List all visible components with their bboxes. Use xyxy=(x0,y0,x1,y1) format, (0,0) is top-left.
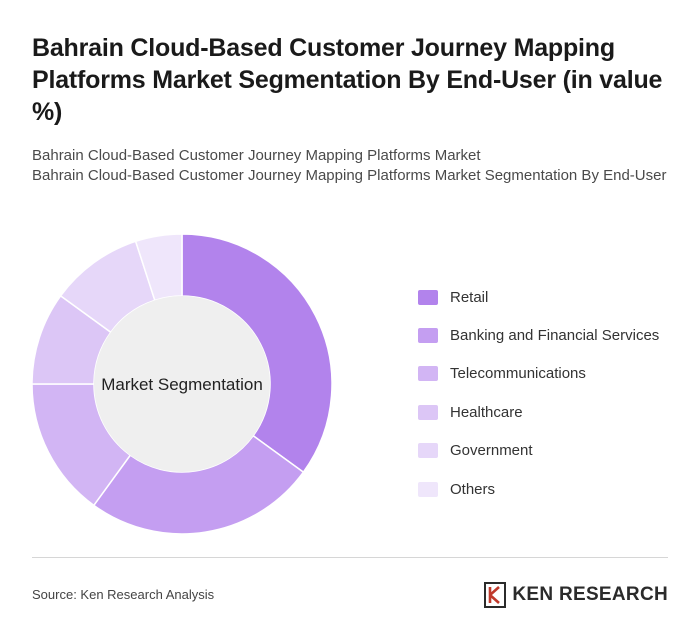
donut-hole xyxy=(94,296,270,472)
legend-swatch xyxy=(418,289,438,305)
legend-swatch xyxy=(418,481,438,497)
donut-chart: Market Segmentation xyxy=(31,233,333,535)
footer-divider xyxy=(32,557,668,558)
subtitle-line-1: Bahrain Cloud-Based Customer Journey Map… xyxy=(32,147,481,164)
donut-center-label: Market Segmentation xyxy=(101,375,263,394)
legend-label: Others xyxy=(450,480,496,498)
legend-item: Telecommunications xyxy=(418,355,698,393)
legend-item: Healthcare xyxy=(418,393,698,431)
legend-label: Retail xyxy=(450,288,489,306)
legend-item: Government xyxy=(418,432,698,470)
legend-item: Banking and Financial Services xyxy=(418,316,698,354)
subtitle-line-2: Bahrain Cloud-Based Customer Journey Map… xyxy=(32,167,667,184)
legend-label: Healthcare xyxy=(450,403,523,421)
chart-subtitle: Bahrain Cloud-Based Customer Journey Map… xyxy=(32,146,672,186)
ken-research-logo-icon xyxy=(484,582,507,608)
legend-label: Banking and Financial Services xyxy=(450,327,660,345)
source-note: Source: Ken Research Analysis xyxy=(32,587,215,602)
legend-swatch xyxy=(418,443,438,459)
legend-label: Telecommunications xyxy=(450,365,586,383)
brand-logo: KEN RESEARCH xyxy=(484,582,668,608)
legend-item: Retail xyxy=(418,278,698,316)
legend-swatch xyxy=(418,366,438,382)
legend-swatch xyxy=(418,328,438,344)
legend-swatch xyxy=(418,404,438,420)
brand-name: KEN RESEARCH xyxy=(512,584,668,605)
legend-label: Government xyxy=(450,442,533,460)
chart-title: Bahrain Cloud-Based Customer Journey Map… xyxy=(32,34,663,126)
legend-item: Others xyxy=(418,470,698,508)
